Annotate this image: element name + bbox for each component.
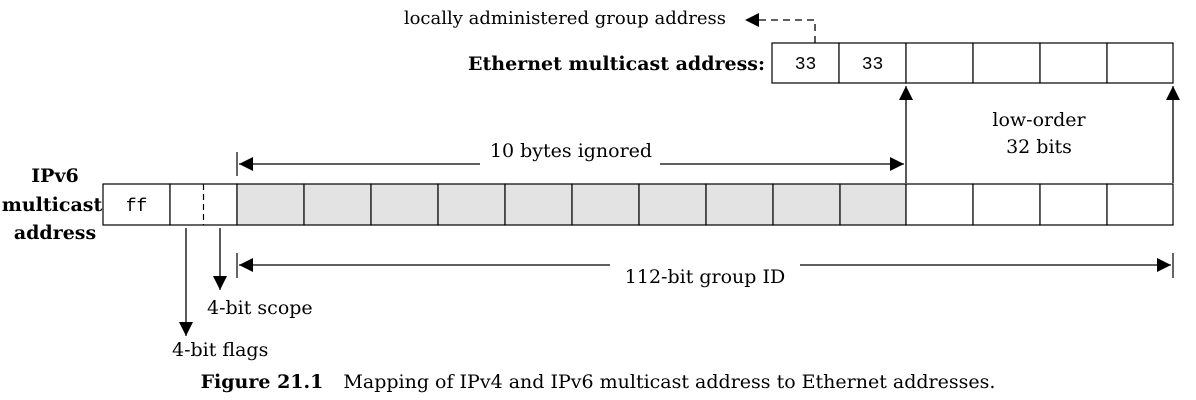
ipv6-first-byte: ff	[126, 197, 148, 217]
ipv6-ignored-byte	[772, 183, 841, 226]
low-order-label-line2: 32 bits	[1006, 136, 1072, 158]
ipv6-ignored-byte	[705, 183, 774, 226]
ipv6-ignored-byte	[638, 183, 707, 226]
ipv6-ignored-byte	[504, 183, 573, 226]
ethernet-byte-cell	[1039, 42, 1108, 84]
ethernet-byte-cell	[972, 42, 1041, 84]
low-order-label-line1: low-order	[992, 109, 1086, 131]
ethernet-byte-value: 33	[795, 55, 817, 75]
ethernet-byte-cell	[771, 42, 840, 84]
ipv6-ignored-byte	[303, 183, 372, 226]
ethernet-label: Ethernet multicast address:	[468, 53, 765, 75]
ipv6-ignored-byte	[437, 183, 506, 226]
ipv6-address-box: ff	[102, 183, 1174, 226]
ethernet-address-box: 33 33	[771, 42, 1174, 84]
ipv6-label-line1: IPv6	[31, 165, 78, 187]
ethernet-byte-cell	[838, 42, 907, 84]
ipv6-low-order-byte	[1106, 183, 1174, 226]
scope-label: 4-bit scope	[207, 297, 313, 319]
group-address-note: locally administered group address	[404, 8, 726, 29]
flags-label: 4-bit flags	[172, 339, 268, 361]
figure-caption: Figure 21.1 Mapping of IPv4 and IPv6 mul…	[201, 371, 996, 393]
ethernet-byte-cell	[1106, 42, 1174, 84]
ipv6-low-order-byte	[972, 183, 1041, 226]
group-id-label: 112-bit group ID	[625, 266, 785, 288]
ipv6-byte-cell	[102, 183, 171, 226]
ipv6-low-order-byte	[1039, 183, 1108, 226]
ethernet-byte-cell	[905, 42, 974, 84]
ipv6-ignored-byte	[571, 183, 640, 226]
figure-number: Figure 21.1	[201, 371, 324, 393]
figure-caption-text: Mapping of IPv4 and IPv6 multicast addre…	[343, 371, 995, 393]
ethernet-byte-value: 33	[862, 55, 884, 75]
ipv6-ignored-byte	[370, 183, 439, 226]
ipv6-ignored-byte	[236, 183, 305, 226]
ipv6-low-order-byte	[905, 183, 974, 226]
ipv6-label-line3: address	[14, 222, 96, 244]
group-bit-dashed-arrow	[745, 13, 816, 43]
ipv6-label-line2: multicast	[2, 194, 103, 216]
ignored-bytes-label: 10 bytes ignored	[490, 140, 652, 162]
ipv6-ignored-byte	[839, 183, 907, 226]
